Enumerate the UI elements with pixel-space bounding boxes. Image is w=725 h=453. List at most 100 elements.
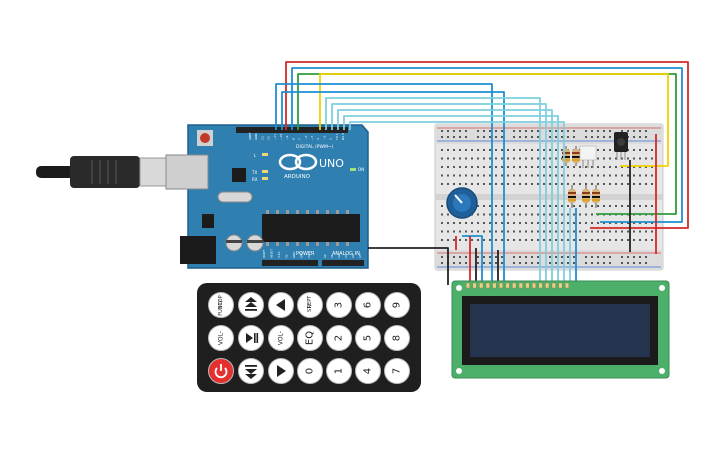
- skip-back-button[interactable]: [238, 292, 264, 318]
- remote-button[interactable]: 2: [326, 325, 352, 351]
- resistor: [572, 146, 580, 166]
- remote-button-label: VOL-: [218, 331, 225, 345]
- board-model-label: UNO: [319, 157, 344, 170]
- power-pin-label: GND: [292, 252, 296, 258]
- digital-pin-label: 8: [291, 138, 295, 140]
- resistor: [582, 185, 590, 208]
- remote-button-label: 5: [363, 335, 374, 341]
- digital-pin-label: GND: [254, 132, 258, 140]
- analog-pin-label: A0: [323, 254, 327, 258]
- wire-cyan: [343, 115, 559, 285]
- digital-pin-label: ~3: [322, 135, 326, 140]
- crystal: [217, 191, 253, 203]
- usb-cable: [36, 156, 169, 188]
- digital-pin-label: 13: [260, 136, 264, 140]
- remote-button[interactable]: 9: [384, 292, 410, 318]
- play-pause-icon: [246, 333, 259, 343]
- power-pin-label: IOREF: [262, 249, 266, 258]
- digital-pin-label: RX 0: [341, 133, 345, 140]
- power-pin-label: 3.3V: [277, 252, 281, 258]
- breadboard-holes: [441, 130, 653, 264]
- on-label: ON: [358, 167, 364, 172]
- l-led: [262, 153, 268, 156]
- skip-forward-button[interactable]: [238, 358, 264, 384]
- l-label: L: [254, 153, 257, 158]
- potentiometer[interactable]: [446, 187, 478, 219]
- remote-button-label: 4: [363, 368, 374, 374]
- remote-button[interactable]: 0: [297, 358, 323, 384]
- remote-button-label: FUNC/: [218, 300, 224, 316]
- digital-pin-label: ~10: [279, 134, 283, 140]
- wire-cyan: [325, 97, 541, 285]
- wire-blue: [281, 91, 505, 285]
- resistor: [592, 185, 600, 208]
- analog-pin-label: A1: [330, 254, 334, 258]
- remote-button[interactable]: 6: [355, 292, 381, 318]
- remote-button[interactable]: VOL-: [268, 325, 294, 351]
- remote-button[interactable]: 8: [384, 325, 410, 351]
- reset-button[interactable]: [197, 130, 213, 146]
- digital-header-label: DIGITAL (PWM~): [296, 144, 334, 150]
- wire-blue: [291, 67, 683, 223]
- lcd-screen: [470, 304, 650, 357]
- ir-receiver: [614, 132, 628, 160]
- wire-blue: [275, 83, 493, 285]
- remote-button[interactable]: 1: [326, 358, 352, 384]
- remote-button[interactable]: 4: [355, 358, 381, 384]
- remote-button[interactable]: 5: [355, 325, 381, 351]
- wire-black: [368, 247, 449, 285]
- remote-button-label: REPT: [307, 295, 313, 309]
- remote-button-label: 2: [334, 335, 345, 341]
- wires: [275, 61, 689, 285]
- digital-pin-label: 4: [316, 138, 320, 140]
- digital-pin-label: 12: [267, 136, 271, 140]
- remote-button[interactable]: ST/REPT: [297, 292, 323, 318]
- digital-pin-label: AREF: [248, 132, 252, 140]
- remote-button-label: EQ: [305, 331, 316, 345]
- remote-button-label: 8: [392, 335, 403, 341]
- atmega-chip: [262, 214, 360, 242]
- tx-label: TX: [251, 170, 257, 175]
- prev-icon: [276, 299, 285, 311]
- tx-led: [262, 170, 268, 173]
- usb-chip: [232, 168, 246, 182]
- digital-pin-label: 2: [329, 138, 333, 140]
- play-pause-button[interactable]: [238, 325, 264, 351]
- remote-button-label: 1: [334, 368, 345, 374]
- arduino-uno-board[interactable]: ARDUINO UNO TX RX L ON DIGITAL (PWM~) PO…: [165, 124, 369, 269]
- analog-header: [322, 260, 364, 266]
- wire-cyan: [337, 109, 553, 285]
- remote-button[interactable]: FUNC/STOP: [208, 292, 234, 318]
- remote-button[interactable]: 3: [326, 292, 352, 318]
- usb-port: [165, 154, 209, 190]
- remote-button-label: 0: [305, 368, 316, 374]
- digital-pin-label: 7: [298, 138, 302, 140]
- digital-pin-label: ~6: [304, 135, 308, 140]
- power-pin-label: 5V: [285, 254, 289, 258]
- remote-button-label: STOP: [218, 295, 224, 308]
- next-button[interactable]: [268, 358, 294, 384]
- analog-pin-label: A3: [344, 254, 348, 258]
- analog-pin-label: A2: [337, 254, 341, 258]
- lcd-16x2-module: [451, 280, 670, 379]
- power-button[interactable]: [208, 358, 234, 384]
- remote-button[interactable]: 7: [384, 358, 410, 384]
- digital-pin-label: ~11: [273, 134, 277, 140]
- power-jack: [180, 236, 216, 264]
- rx-label: RX: [252, 177, 258, 182]
- regulator: [202, 214, 214, 228]
- remote-button[interactable]: VOL-: [208, 325, 234, 351]
- remote-button[interactable]: EQ: [297, 325, 323, 351]
- resistor: [568, 185, 576, 208]
- wire-blue: [462, 235, 483, 285]
- power-pin-label: RESET: [270, 249, 274, 258]
- remote-button-label: 7: [392, 368, 403, 374]
- prev-button[interactable]: [268, 292, 294, 318]
- arduino-logo-text: ARDUINO: [284, 174, 311, 180]
- power-header-label: POWER: [296, 251, 315, 257]
- analog-header-label: ANALOG IN: [332, 251, 360, 257]
- wire-cyan: [331, 103, 547, 285]
- skip-back-icon: [245, 297, 257, 311]
